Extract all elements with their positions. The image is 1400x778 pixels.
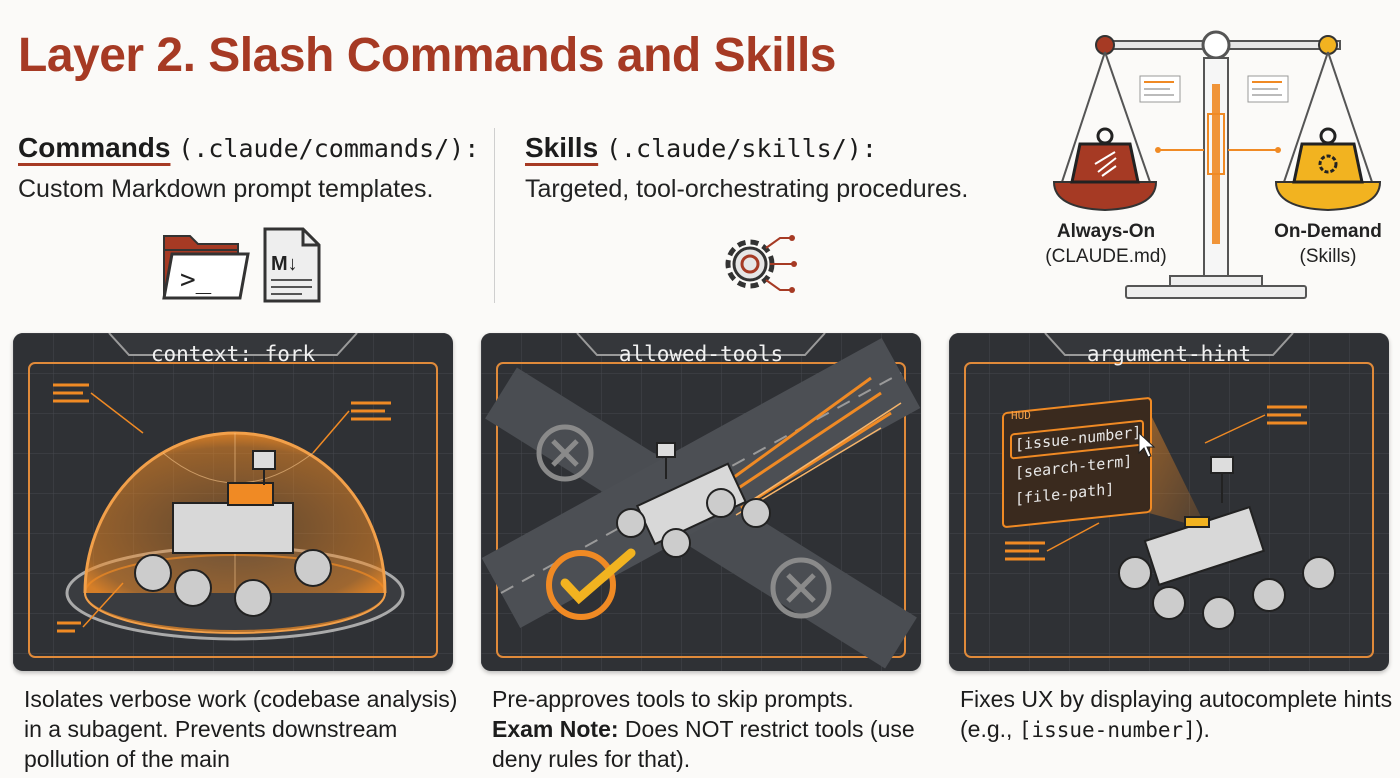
always-on-label: Always-On (CLAUDE.md) xyxy=(1036,220,1176,269)
deny-icon-right xyxy=(770,557,832,619)
column-divider xyxy=(494,128,495,303)
allowed-tools-desc-line1: Pre-approves tools to skip prompts. xyxy=(492,686,854,712)
argument-hint-desc-text1: Fixes UX by displaying autocomplete hint… xyxy=(960,686,1393,742)
allowed-tools-illustration xyxy=(481,333,921,671)
page-title: Layer 2. Slash Commands and Skills xyxy=(18,29,836,82)
skills-heading: Skills (.claude/skills/): xyxy=(525,132,877,164)
terminal-folder-icon: >_ xyxy=(160,224,252,309)
tab-context-fork: context: fork xyxy=(150,342,316,366)
allowed-tools-description: Pre-approves tools to skip prompts. Exam… xyxy=(492,684,932,774)
panel-allowed-tools: allowed-tools xyxy=(481,333,921,671)
argument-hint-description: Fixes UX by displaying autocomplete hint… xyxy=(960,684,1400,745)
commands-path: (.claude/commands/): xyxy=(178,134,480,163)
hud-title: HUD xyxy=(1011,409,1031,422)
balance-scale-icon xyxy=(1040,14,1400,311)
argument-hint-desc-text2: ). xyxy=(1195,716,1210,742)
argument-hint-desc-mono: [issue-number] xyxy=(1018,718,1196,742)
context-fork-illustration xyxy=(13,333,453,671)
skills-keyword: Skills xyxy=(525,132,599,163)
approved-check-icon xyxy=(546,548,636,620)
terminal-prompt-glyph: >_ xyxy=(180,265,212,295)
always-on-title: Always-On xyxy=(1056,221,1156,242)
on-demand-sub: (Skills) xyxy=(1299,245,1357,267)
on-demand-label: On-Demand (Skills) xyxy=(1256,220,1400,269)
hud-popup: HUD [issue-number] [search-term] [file-p… xyxy=(1002,397,1156,528)
always-on-sub: (CLAUDE.md) xyxy=(1045,245,1167,267)
commands-keyword: Commands xyxy=(18,132,171,163)
skills-description: Targeted, tool-orchestrating procedures. xyxy=(525,175,969,203)
argument-hint-illustration: HUD [issue-number] [search-term] [file-p… xyxy=(949,333,1389,671)
context-fork-description: Isolates verbose work (codebase analysis… xyxy=(24,684,464,774)
gear-circuit-icon xyxy=(714,226,806,307)
allowed-tools-desc-line2: Does NOT restrict tools (use deny rules … xyxy=(492,716,915,772)
markdown-file-icon: M↓ xyxy=(262,226,322,309)
allowed-tools-exam-note: Exam Note: xyxy=(492,716,619,742)
tab-allowed-tools: allowed-tools xyxy=(618,342,784,366)
on-demand-title: On-Demand xyxy=(1274,221,1382,242)
panel-context-fork: context: fork xyxy=(13,333,453,671)
panel-argument-hint: HUD [issue-number] [search-term] [file-p… xyxy=(949,333,1389,671)
commands-heading: Commands (.claude/commands/): xyxy=(18,132,479,164)
markdown-mark-glyph: M↓ xyxy=(271,253,298,275)
cursor-icon xyxy=(1138,431,1156,458)
commands-description: Custom Markdown prompt templates. xyxy=(18,175,434,203)
deny-icon-left xyxy=(536,424,594,482)
tab-argument-hint: argument-hint xyxy=(1086,342,1252,366)
skills-path: (.claude/skills/): xyxy=(605,134,877,163)
context-fork-desc-text: Isolates verbose work (codebase analysis… xyxy=(24,686,458,772)
